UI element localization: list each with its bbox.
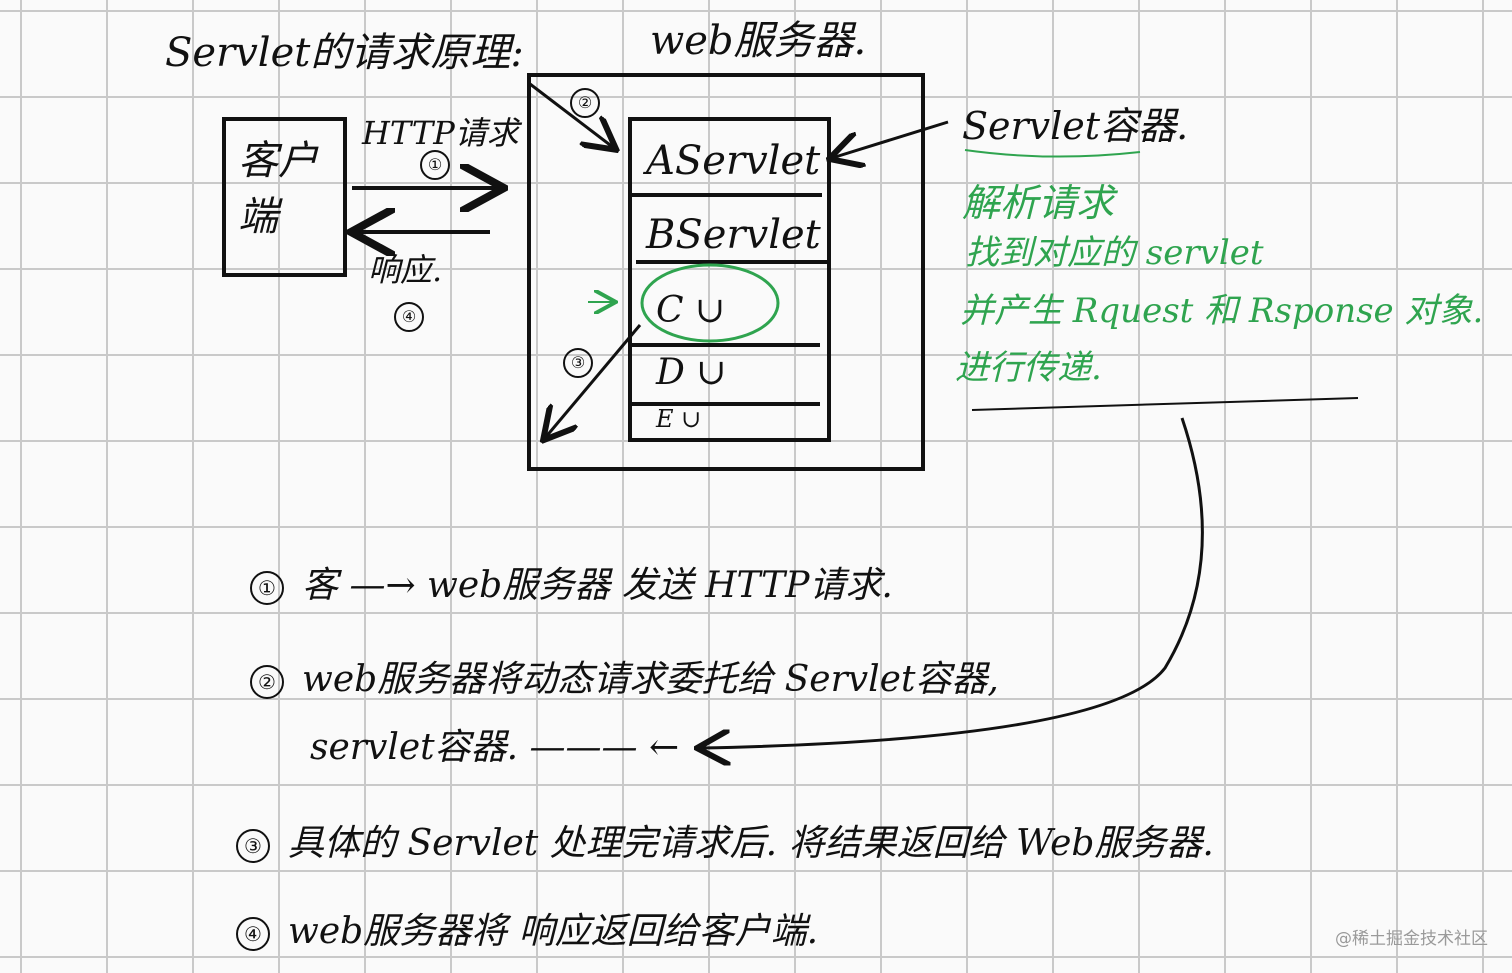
servlet-c: C ∪ <box>656 290 726 331</box>
step-1-text: 客 —→ web服务器 发送 HTTP请求. <box>302 565 893 606</box>
web-server-title: web服务器. <box>650 18 867 64</box>
servlet-container-label: Servlet容器. <box>962 104 1189 148</box>
page-title: Servlet的请求原理: <box>165 30 524 76</box>
step-3: ③ 具体的 Servlet 处理完请求后. 将结果返回给 Web服务器. <box>236 814 1214 866</box>
step-4-text: web服务器将 响应返回给客户端. <box>288 911 819 952</box>
container-note-3: 并产生 Rquest 和 Rsponse 对象. <box>960 291 1484 331</box>
step-1-marker: ① <box>420 150 450 180</box>
step-2-text: web服务器将动态请求委托给 Servlet容器, <box>302 659 999 700</box>
container-pointer <box>832 120 949 158</box>
servlet-a: AServlet <box>646 138 821 184</box>
watermark: @稀土掘金技术社区 <box>1335 929 1488 949</box>
dispatch-arrow <box>529 82 614 148</box>
servlet-e: E ∪ <box>656 405 702 433</box>
response-label: 响应. <box>368 251 443 289</box>
servlet-c-highlight <box>640 263 780 343</box>
step-2-continued: servlet容器. ——— ← <box>310 718 679 770</box>
step-2b-text: servlet容器. ——— ← <box>310 727 680 768</box>
step-3-number: ③ <box>236 829 270 863</box>
step-2-number: ② <box>250 665 284 699</box>
client-label: 客户端 <box>238 138 318 240</box>
container-note-1: 解析请求 <box>962 181 1115 225</box>
step-4: ④ web服务器将 响应返回给客户端. <box>236 902 818 954</box>
servlet-d: D ∪ <box>656 352 727 393</box>
client-box: 客户端 <box>222 117 347 277</box>
servlet-container-box <box>628 117 831 442</box>
return-arrow <box>545 324 642 438</box>
notes-underline <box>971 397 1359 411</box>
step-4-number: ④ <box>236 917 270 951</box>
step-4-marker: ④ <box>394 302 424 332</box>
step-1: ① 客 —→ web服务器 发送 HTTP请求. <box>250 556 893 608</box>
http-request-label: HTTP请求 <box>362 114 519 152</box>
container-note-2: 找到对应的 servlet <box>965 233 1264 273</box>
servlet-b: BServlet <box>646 212 821 258</box>
web-server-box <box>527 73 925 471</box>
step-1-number: ① <box>250 571 284 605</box>
step-2: ② web服务器将动态请求委托给 Servlet容器, <box>250 650 999 702</box>
callout-curve <box>700 417 1204 748</box>
green-underline <box>964 149 1141 158</box>
container-note-4: 进行传递. <box>955 348 1102 388</box>
step-3-text: 具体的 Servlet 处理完请求后. 将结果返回给 Web服务器. <box>288 823 1214 864</box>
step-3-marker: ③ <box>563 348 593 378</box>
